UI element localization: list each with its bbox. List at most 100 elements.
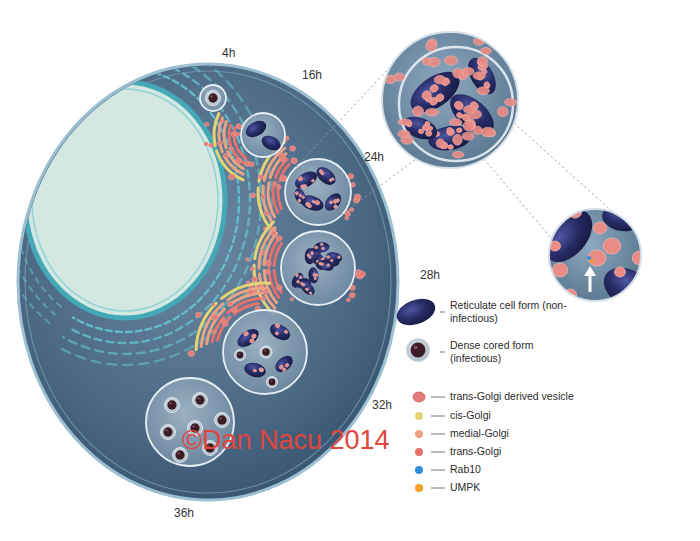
reticulate-body-shape xyxy=(308,267,319,284)
vesicle-dot xyxy=(284,363,289,368)
reticulate-body-shape xyxy=(534,201,602,271)
zoom-frame xyxy=(549,209,641,301)
golgi-vesicle xyxy=(263,292,267,296)
golgi-vesicle xyxy=(236,158,242,163)
inclusion xyxy=(200,85,226,111)
reticulate-body-shape xyxy=(292,168,320,192)
golgi-vesicle xyxy=(217,141,222,146)
elementary-body xyxy=(193,393,208,408)
reticulate-body-shape xyxy=(259,133,283,153)
golgi-vesicle xyxy=(188,351,195,357)
core-highlight xyxy=(219,417,221,419)
inclusion xyxy=(281,231,355,305)
inclusion-membrane xyxy=(399,47,513,161)
golgi-vesicle xyxy=(246,281,250,284)
vesicle-dot xyxy=(330,259,333,262)
legend-text: cis-Golgi xyxy=(450,409,491,422)
golgi-vesicle xyxy=(453,134,463,145)
golgi-cisterna xyxy=(224,156,243,174)
inclusion xyxy=(241,113,285,157)
legend-dash xyxy=(440,352,445,353)
elementary-body-core xyxy=(195,395,204,404)
rab10-dot xyxy=(587,256,591,260)
vesicle-dot xyxy=(249,338,255,344)
legend-dash xyxy=(431,434,445,435)
golgi-vesicle xyxy=(265,260,271,265)
golgi-vesicle xyxy=(265,269,270,274)
elementary-body-core xyxy=(208,93,217,102)
golgi-vesicle xyxy=(229,174,235,180)
vesicle-dot xyxy=(296,280,299,283)
reticulate-body xyxy=(267,320,293,343)
core-highlight xyxy=(238,353,240,355)
legend-icon xyxy=(393,294,439,330)
vesicle-dot xyxy=(311,179,315,183)
vesicle-dot xyxy=(295,273,299,277)
reticulate-body xyxy=(322,190,345,214)
elementary-body-core xyxy=(237,352,244,359)
reticulate-body-shape xyxy=(443,87,501,142)
reticulate-body xyxy=(243,360,268,379)
golgi-vesicle xyxy=(505,98,517,106)
golgi-vesicle xyxy=(271,231,276,236)
golgi-cisterna xyxy=(196,303,216,349)
golgi-vesicle xyxy=(452,151,463,158)
elementary-body-core xyxy=(217,415,226,424)
legend-dash xyxy=(440,312,445,313)
vesicle-dot xyxy=(337,256,340,259)
reticulate-body xyxy=(316,259,333,270)
core-highlight xyxy=(210,95,212,97)
golgi-vesicle xyxy=(258,174,263,179)
golgi-vesicle xyxy=(453,68,464,78)
golgi-cisterna xyxy=(222,283,270,298)
zoom-guide-line xyxy=(341,159,416,215)
vesicle-dot xyxy=(314,277,317,280)
golgi-vesicle xyxy=(473,126,482,134)
vesicle-dot xyxy=(299,194,302,197)
golgi-vesicle xyxy=(497,107,508,117)
vesicle-dot xyxy=(446,127,452,133)
core-highlight xyxy=(177,452,179,454)
reticulate-body xyxy=(313,241,330,253)
elementary-body xyxy=(235,350,246,361)
time-label: 24h xyxy=(364,150,384,164)
golgi-vesicle xyxy=(615,267,626,277)
golgi-vesicle xyxy=(444,56,457,65)
golgi-vesicle xyxy=(281,176,287,182)
golgi-vesicle xyxy=(450,119,462,126)
reticulate-body xyxy=(534,201,602,271)
golgi-vesicle xyxy=(359,271,365,277)
zoom-frame xyxy=(382,32,518,168)
time-label: 36h xyxy=(174,506,194,520)
golgi-vesicle xyxy=(398,130,410,138)
golgi-vesicle xyxy=(249,162,254,167)
vesicle-dot xyxy=(251,333,257,339)
golgi-vesicle xyxy=(235,132,240,136)
golgi-cisterna xyxy=(224,122,226,148)
reticulate-body xyxy=(272,353,296,376)
pointer-arrowhead xyxy=(584,266,596,276)
golgi-vesicle xyxy=(264,211,269,216)
golgi-vesicle xyxy=(209,143,214,147)
zoom-guide-line xyxy=(296,66,391,167)
legend-dash xyxy=(431,416,445,417)
elementary-body-core xyxy=(167,400,176,409)
elementary-body-core xyxy=(163,427,172,436)
legend-text: UMPK xyxy=(450,481,480,494)
golgi-vesicle xyxy=(290,146,296,151)
golgi-cisterna xyxy=(214,114,219,146)
golgi-vesicle xyxy=(250,267,254,271)
golgi-cisterna xyxy=(258,188,269,228)
legend-text: Dense cored form (infectious) xyxy=(450,339,568,365)
cell-cortex xyxy=(25,71,391,493)
core-highlight xyxy=(169,402,171,404)
legend-swatch xyxy=(415,484,423,492)
golgi-vesicle xyxy=(413,106,424,116)
legend-dash xyxy=(431,452,445,453)
zoom-guide-line xyxy=(484,159,552,239)
time-label: 4h xyxy=(222,46,235,60)
reticulate-body xyxy=(400,112,441,143)
legend-dash xyxy=(431,397,445,398)
vesicle-dot xyxy=(279,364,284,369)
vesicle-dot xyxy=(453,100,465,112)
